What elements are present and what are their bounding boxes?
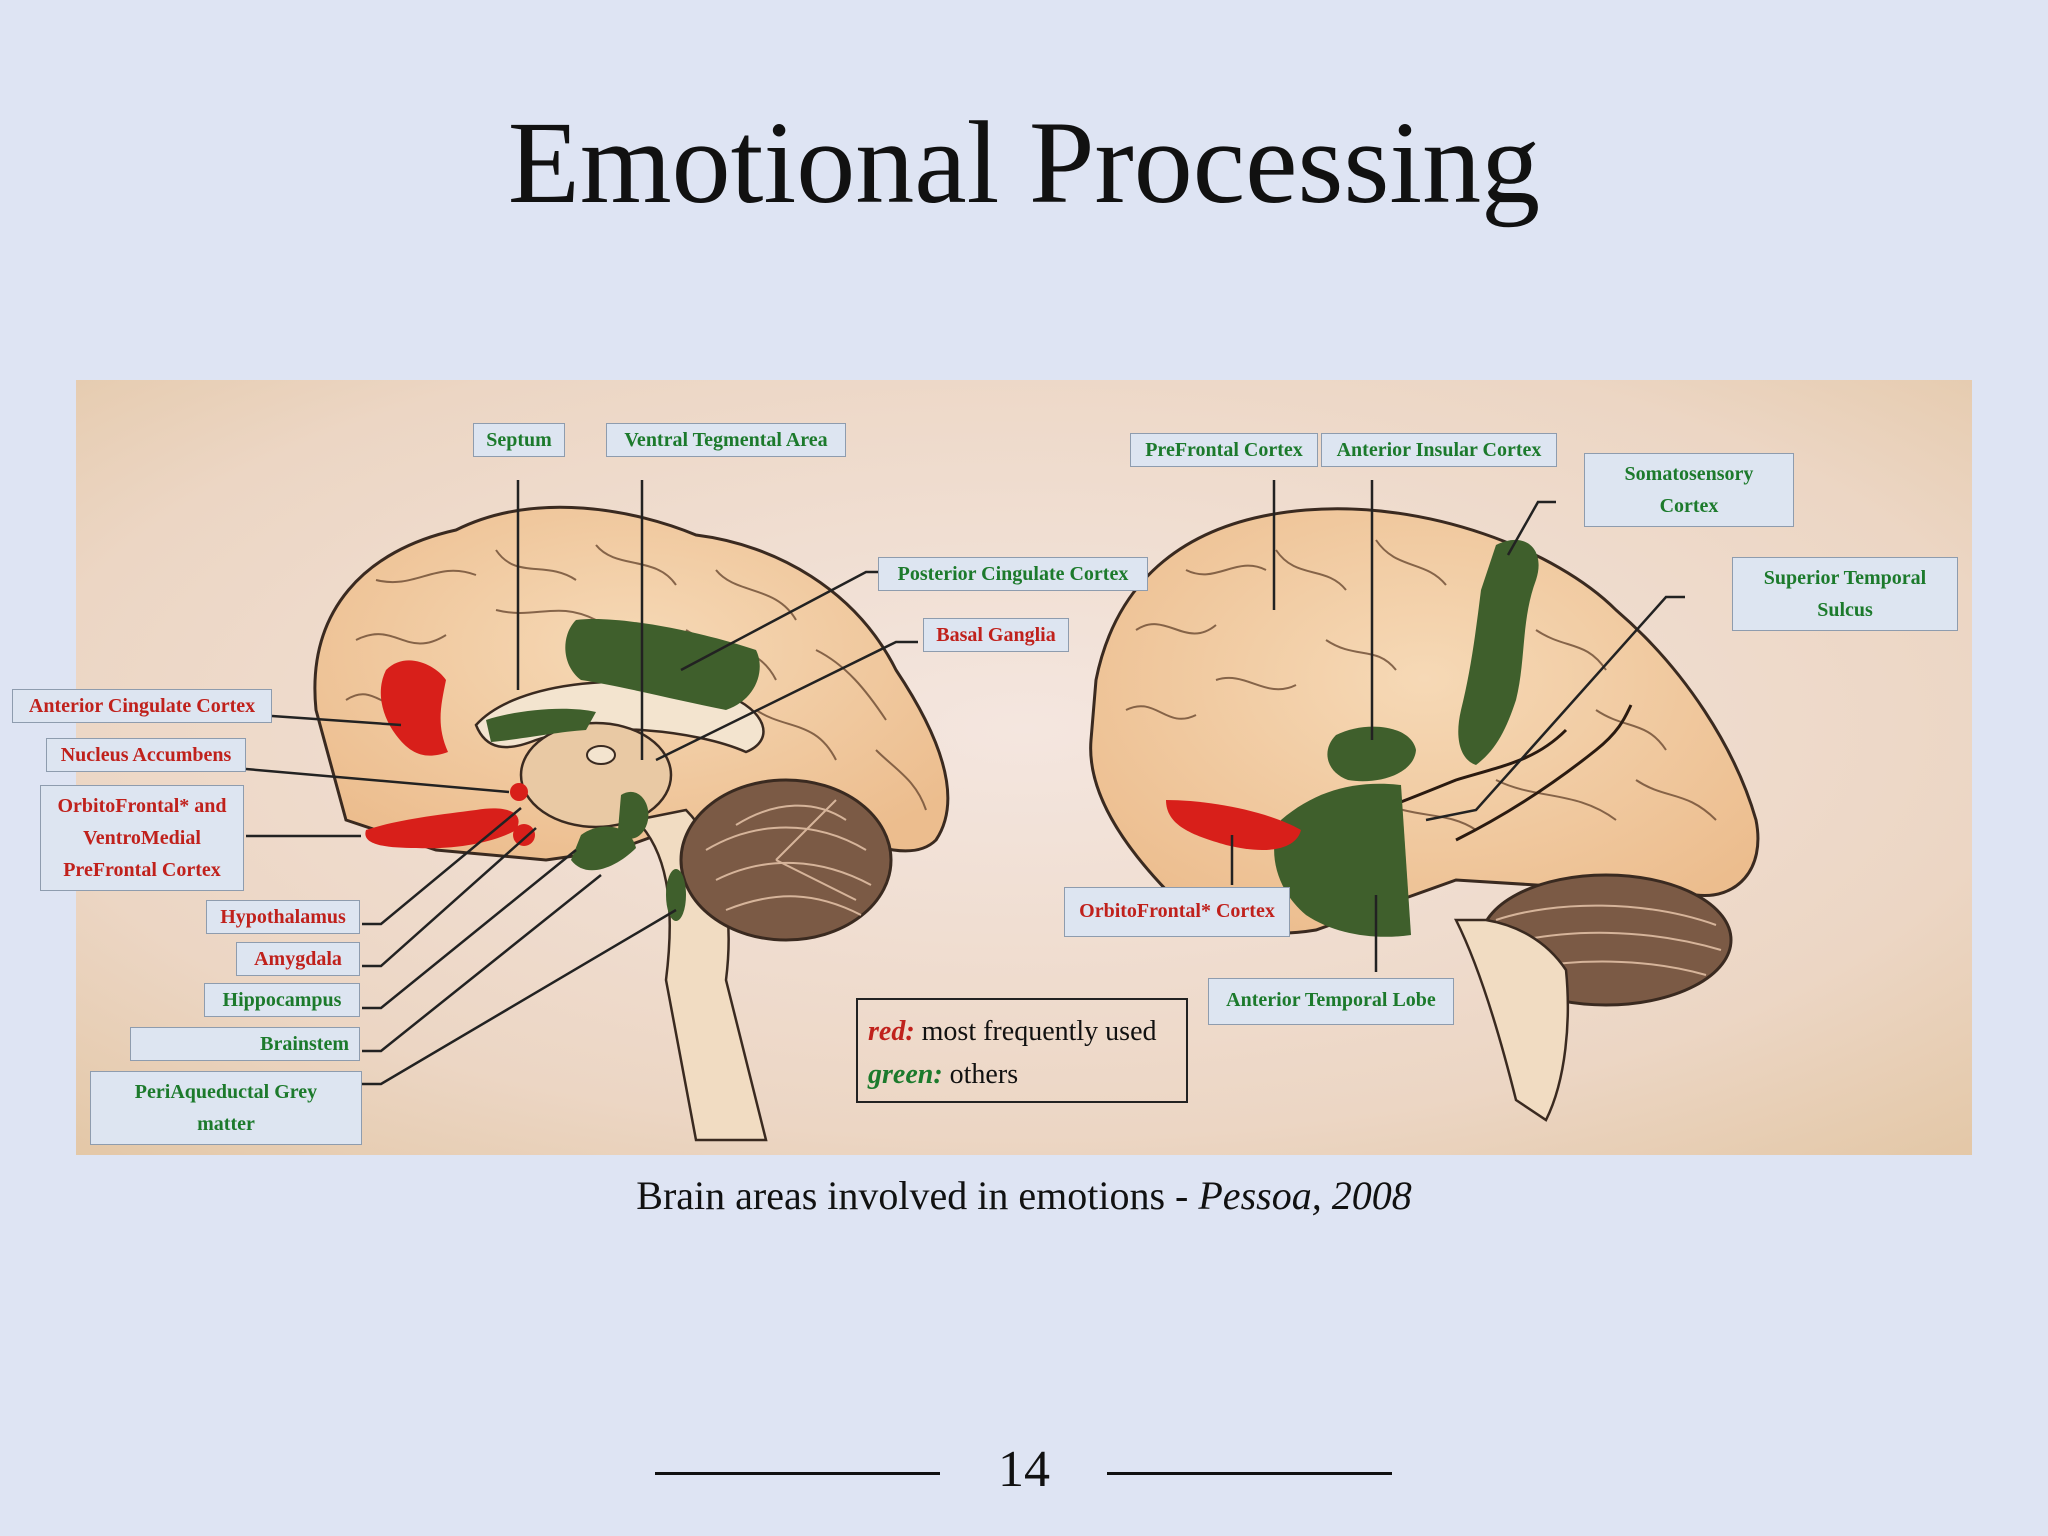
label-anterior-insular-cortex: Anterior Insular Cortex xyxy=(1321,433,1557,467)
label-prefrontal-cortex: PreFrontal Cortex xyxy=(1130,433,1318,467)
lateral-brain xyxy=(1089,507,1760,1122)
label-hippocampus: Hippocampus xyxy=(204,983,360,1017)
label-basal-ganglia: Basal Ganglia xyxy=(923,618,1069,652)
label-somatosensory-cortex: Somatosensory Cortex xyxy=(1584,453,1794,527)
legend-red-row: red: most frequently used xyxy=(868,1016,1157,1047)
sagittal-brain xyxy=(313,505,950,1142)
slide-title: Emotional Processing xyxy=(507,97,1541,228)
label-periaqueductal-grey: PeriAqueductal Grey matter xyxy=(90,1071,362,1145)
color-legend: red: most frequently used green: others xyxy=(856,998,1188,1103)
page-divider-left xyxy=(655,1472,940,1475)
label-orbitofrontal-cortex: OrbitoFrontal* Cortex xyxy=(1064,887,1290,937)
legend-green-row: green: others xyxy=(868,1059,1019,1090)
label-superior-temporal-sulcus: Superior Temporal Sulcus xyxy=(1732,557,1958,631)
label-orbitofrontal-vmpfc: OrbitoFrontal* and VentroMedial PreFront… xyxy=(40,785,244,891)
page-divider-right xyxy=(1107,1472,1392,1475)
label-brainstem: Brainstem xyxy=(130,1027,360,1061)
label-nucleus-accumbens: Nucleus Accumbens xyxy=(46,738,246,772)
label-anterior-temporal-lobe: Anterior Temporal Lobe xyxy=(1208,978,1454,1025)
brain-figure: Septum Ventral Tegmental Area Posterior … xyxy=(12,380,1972,1155)
label-hypothalamus: Hypothalamus xyxy=(206,900,360,934)
figure-caption: Brain areas involved in emotions - Pesso… xyxy=(636,1173,1412,1218)
page-number: 14 xyxy=(998,1441,1050,1498)
label-amygdala: Amygdala xyxy=(236,942,360,976)
label-anterior-cingulate-cortex: Anterior Cingulate Cortex xyxy=(12,689,272,723)
label-septum: Septum xyxy=(473,423,565,457)
label-posterior-cingulate-cortex: Posterior Cingulate Cortex xyxy=(878,557,1148,591)
caption-citation: Pessoa, 2008 xyxy=(1198,1173,1412,1218)
label-ventral-tegmental-area: Ventral Tegmental Area xyxy=(606,423,846,457)
leader-lines xyxy=(245,480,1685,1086)
